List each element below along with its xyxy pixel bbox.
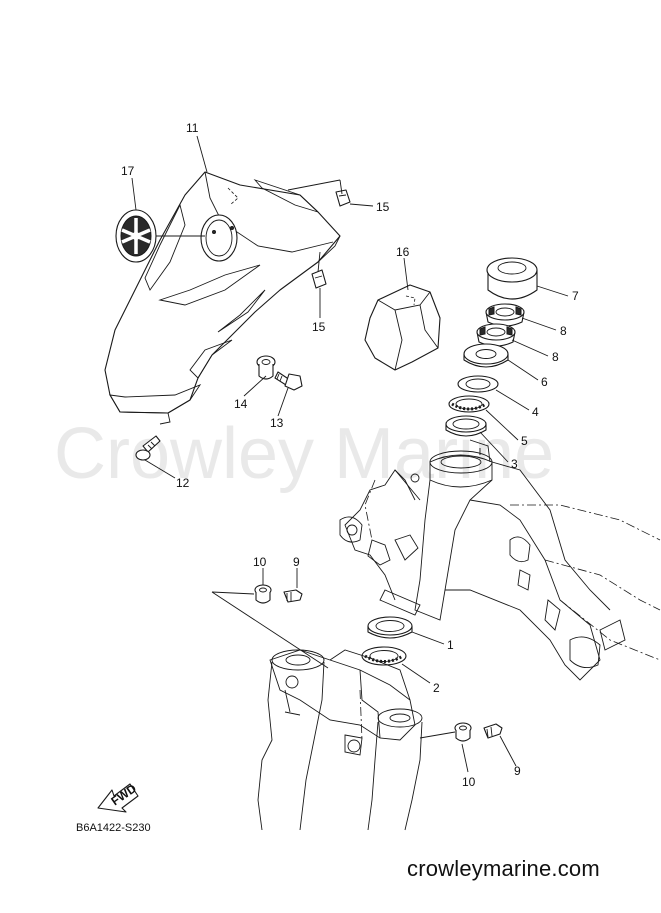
callout-9-upper: 9 <box>293 555 300 569</box>
callout-5: 5 <box>521 434 528 448</box>
callout-numbers: 11 17 15 15 16 7 8 8 6 4 5 3 14 13 12 10… <box>121 121 579 789</box>
callout-8-lower: 8 <box>552 350 559 364</box>
callout-16: 16 <box>396 245 410 259</box>
callout-4: 4 <box>532 405 539 419</box>
collar-part-14[interactable] <box>256 355 276 380</box>
emblem-part-17[interactable] <box>115 209 157 263</box>
collar-lower-part-10[interactable] <box>454 722 472 742</box>
frame-head-pipe <box>339 439 661 681</box>
callout-1: 1 <box>447 638 454 652</box>
callout-13: 13 <box>270 416 284 430</box>
callout-15-lower: 15 <box>312 320 326 334</box>
castle-nut-lower-part-8[interactable] <box>476 323 516 347</box>
front-cowling-part-11[interactable] <box>104 171 341 425</box>
bolt-part-13[interactable] <box>274 371 303 391</box>
screw-part-12[interactable] <box>135 435 161 461</box>
under-bracket <box>257 649 423 831</box>
washer-part-6[interactable] <box>463 343 509 368</box>
callout-3: 3 <box>511 457 518 471</box>
collar-upper-part-10[interactable] <box>254 584 272 604</box>
cover-part-16[interactable] <box>364 284 441 371</box>
bearing-race-part-3[interactable] <box>445 415 487 437</box>
callout-8-upper: 8 <box>560 324 567 338</box>
diagram-code: B6A1422-S230 <box>76 822 151 834</box>
callout-10-lower: 10 <box>462 775 476 789</box>
callout-17: 17 <box>121 164 135 178</box>
bearing-race-lower-part-1[interactable] <box>367 616 413 639</box>
callout-7: 7 <box>572 289 579 303</box>
callout-10-upper: 10 <box>253 555 267 569</box>
callout-15-upper: 15 <box>376 200 390 214</box>
bolt-lower-part-9[interactable] <box>483 723 503 739</box>
callout-12: 12 <box>176 476 190 490</box>
leader-lines <box>131 135 569 773</box>
callout-14: 14 <box>234 397 248 411</box>
bearing-cover-part-4[interactable] <box>457 375 499 393</box>
castle-nut-upper-part-8[interactable] <box>485 303 525 327</box>
ring-nut-part-7[interactable] <box>486 257 538 300</box>
site-url[interactable]: crowleymarine.com <box>407 856 600 881</box>
callout-9-lower: 9 <box>514 764 521 778</box>
fwd-arrow: FWD <box>97 781 139 813</box>
callout-6: 6 <box>541 375 548 389</box>
clip-nut-upper-part-15[interactable] <box>335 189 351 207</box>
callout-11: 11 <box>186 121 199 135</box>
ball-bearing-part-5[interactable] <box>448 395 490 413</box>
callout-2: 2 <box>433 681 440 695</box>
clip-nut-lower-part-15[interactable] <box>311 269 327 289</box>
ball-bearing-lower-part-2[interactable] <box>361 646 407 666</box>
bolt-upper-part-9[interactable] <box>283 589 303 603</box>
